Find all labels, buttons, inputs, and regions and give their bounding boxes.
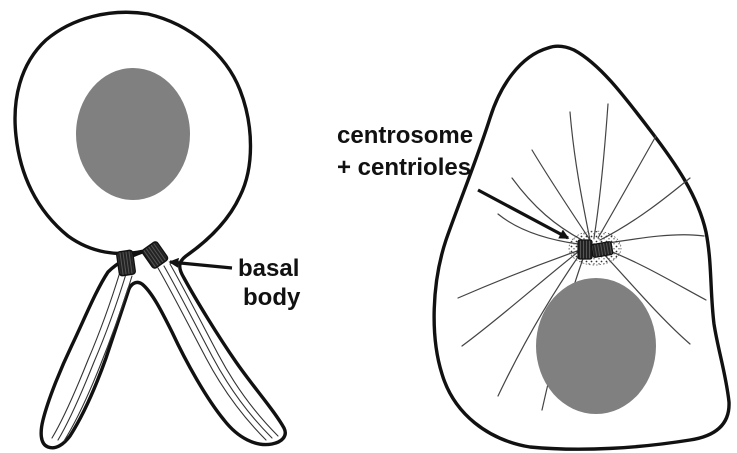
centrosome-cell: centrosome + centrioles [337, 46, 729, 449]
centrosome-arrow [478, 190, 568, 238]
microtubule [498, 214, 578, 244]
centriole [591, 241, 613, 257]
centrosome-label-line2: + centrioles [337, 154, 471, 181]
basal-body-label-line1: basal [238, 255, 299, 282]
left-flagellum-axoneme-line [64, 276, 132, 441]
left-nucleus [76, 68, 190, 200]
flagellated-cell: basal body [15, 12, 301, 448]
microtubule [570, 112, 590, 240]
basal-body-left [116, 250, 135, 276]
microtubule [594, 104, 608, 238]
basal-body-right [141, 241, 168, 269]
microtubule [512, 178, 582, 240]
basal-body-label-line2: body [243, 284, 301, 311]
microtubule [598, 136, 656, 238]
right-nucleus [536, 278, 656, 414]
centriole [578, 240, 592, 259]
left-flagellum-axoneme-line [52, 272, 120, 438]
microtubule [600, 178, 690, 240]
centrosome-label-line1: centrosome [337, 122, 473, 149]
